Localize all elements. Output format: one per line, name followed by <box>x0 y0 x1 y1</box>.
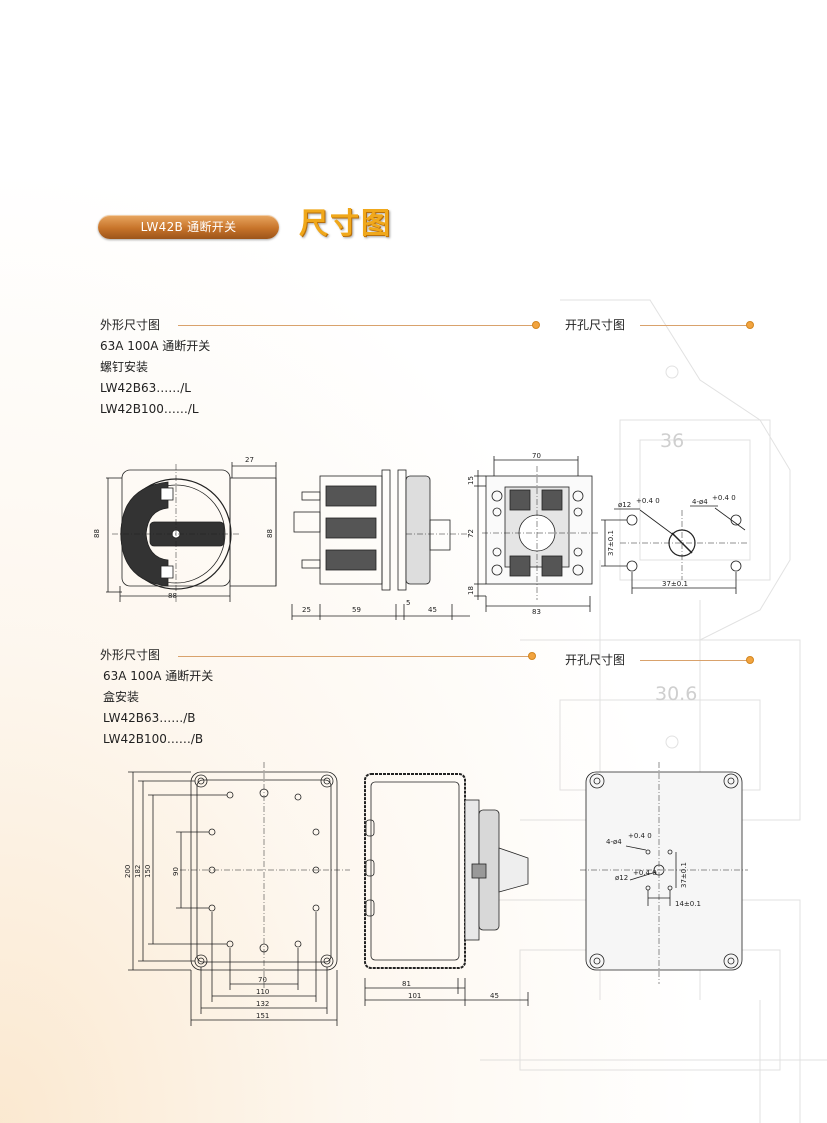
dim-back-18: 18 <box>467 586 475 595</box>
cutout-view-screw-mount <box>601 505 748 594</box>
dim-back-72: 72 <box>467 529 475 538</box>
dim-side-45: 45 <box>428 606 437 614</box>
dim-box-cutout-center-hole: ø12 <box>615 874 628 882</box>
cutout-drawing-title-2: 开孔尺寸图 <box>565 653 626 667</box>
dim-side-5: 5 <box>406 599 410 607</box>
front-view-screw-mount <box>106 462 277 604</box>
spec-line: LW42B63……/B <box>103 711 196 725</box>
outline-drawing-title-2: 外形尺寸图 <box>100 648 161 662</box>
dim-box-height-90: 90 <box>172 867 180 876</box>
dim-cutout-corner-holes: 4-ø4 <box>692 498 708 506</box>
dim-box-side-81: 81 <box>402 980 411 988</box>
section-rule-1a <box>178 325 534 326</box>
dim-box-height-200: 200 <box>124 865 132 878</box>
dim-box-width-110: 110 <box>256 988 269 996</box>
dim-cutout-corner-holes-tol: +0.4 0 <box>712 494 736 502</box>
dim-box-cutout-center-hole-tol: +0.4 0 <box>633 869 657 877</box>
section-dot-1a <box>532 321 540 329</box>
section-dot-1b <box>746 321 754 329</box>
outline-drawing-title-1: 外形尺寸图 <box>100 318 161 332</box>
dim-side-59: 59 <box>352 606 361 614</box>
dim-box-side-45: 45 <box>490 992 499 1000</box>
spec-line: LW42B100……/B <box>103 732 204 746</box>
section-dot-2b <box>746 656 754 664</box>
side-view-screw-mount <box>291 469 470 620</box>
dim-cutout-center-hole-tol: +0.4 0 <box>636 497 660 505</box>
spec-line: 螺钉安装 <box>100 360 149 374</box>
dim-box-cutout-corner-holes-tol: +0.4 0 <box>628 832 652 840</box>
section-rule-2b <box>640 660 748 661</box>
cutout-drawing-title-1: 开孔尺寸图 <box>565 318 626 332</box>
dim-top-depth: 27 <box>245 456 254 464</box>
dim-box-width-132: 132 <box>256 1000 269 1008</box>
dim-front-width: 88 <box>168 592 177 600</box>
dim-box-width-70: 70 <box>258 976 267 984</box>
spec-line: 63A 100A 通断开关 <box>100 339 211 353</box>
dim-cutout-center-hole: ø12 <box>618 501 631 509</box>
dim-box-cutout-horizontal: 14±0.1 <box>675 900 701 908</box>
page-title: 尺寸图 <box>299 206 393 240</box>
dim-box-side-101: 101 <box>408 992 421 1000</box>
spec-line: LW42B100……/L <box>100 402 199 416</box>
spec-line: 63A 100A 通断开关 <box>103 669 214 683</box>
dim-back-83: 83 <box>532 608 541 616</box>
dim-right-height: 88 <box>266 529 274 538</box>
section-rule-2a <box>178 656 531 657</box>
dim-cutout-vertical: 37±0.1 <box>607 530 615 556</box>
dim-side-25: 25 <box>302 606 311 614</box>
dim-cutout-horizontal: 37±0.1 <box>662 580 688 588</box>
section-rule-1b <box>640 325 748 326</box>
section-dot-2a <box>528 652 536 660</box>
dim-box-cutout-corner-holes: 4-ø4 <box>606 838 622 846</box>
cutout-view-box-mount <box>580 762 748 984</box>
spec-block-1: 63A 100A 通断开关 螺钉安装 LW42B63……/L LW42B100…… <box>100 336 210 420</box>
spec-block-2: 63A 100A 通断开关 盒安装 LW42B63……/B LW42B100……… <box>103 666 213 750</box>
back-view-screw-mount <box>474 456 600 612</box>
dim-box-cutout-vertical: 37±0.1 <box>680 862 688 888</box>
dim-back-15: 15 <box>467 476 475 485</box>
dim-back-70: 70 <box>532 452 541 460</box>
dim-front-height: 88 <box>93 529 101 538</box>
dim-box-width-151: 151 <box>256 1012 269 1020</box>
side-view-box-mount <box>364 773 529 1006</box>
dim-box-height-182: 182 <box>134 865 142 878</box>
product-series-pill: LW42B 通断开关 <box>98 215 279 239</box>
spec-line: 盒安装 <box>103 690 140 704</box>
spec-line: LW42B63……/L <box>100 381 191 395</box>
front-view-box-mount <box>128 762 350 1026</box>
dim-box-height-150: 150 <box>144 865 152 878</box>
